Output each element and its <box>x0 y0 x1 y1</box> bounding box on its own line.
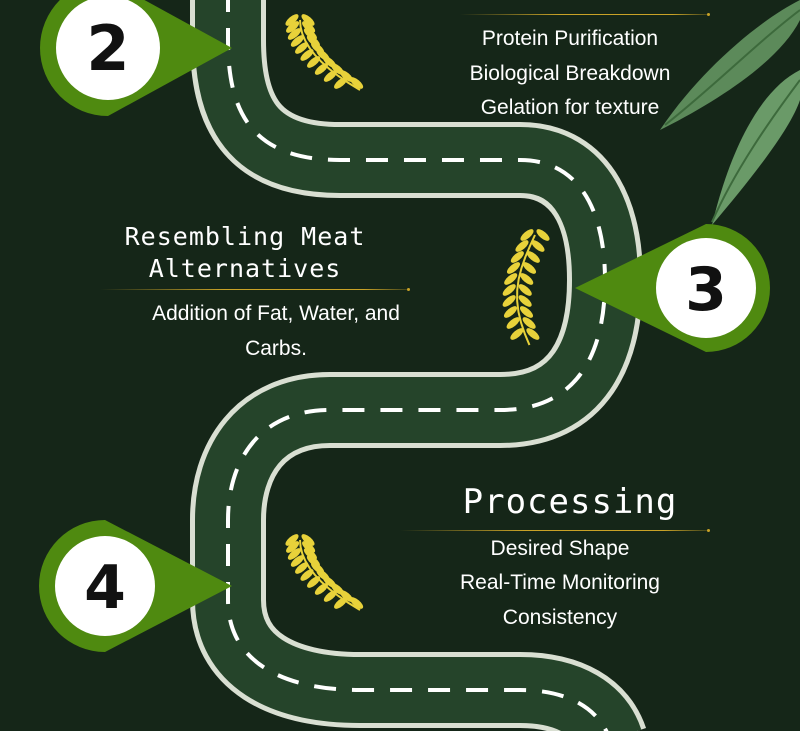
wheat-grain <box>307 56 321 68</box>
road-center-dashes <box>226 0 609 731</box>
leaf-decoration <box>660 0 800 225</box>
step-2-item-1: Protein Purification <box>481 27 659 50</box>
wheat-grain <box>510 328 524 340</box>
wheat-grain <box>515 240 529 252</box>
leaf-2 <box>712 70 800 225</box>
wheat-grain <box>350 597 364 609</box>
step-3-title-line-1: Resembling Meat <box>124 222 366 251</box>
wheat-grain <box>502 295 516 307</box>
wheat-grain <box>285 14 299 26</box>
wheat-grain <box>522 317 536 329</box>
step-number-2: 2 <box>86 12 129 85</box>
wheat-icon <box>285 534 364 611</box>
wheat-grain <box>520 229 534 241</box>
wheat-grain <box>314 583 328 595</box>
wheat-grain <box>323 70 337 82</box>
wheat-grain <box>522 262 537 274</box>
wheat-grain <box>314 63 328 75</box>
wheat-grain <box>300 569 314 581</box>
step-number-4: 4 <box>84 553 126 623</box>
pin-step-2 <box>40 0 232 116</box>
wheat-grain <box>334 597 348 609</box>
step-4-title-rule <box>400 529 710 532</box>
step-3-title-line-2: Alternatives <box>148 254 342 283</box>
wheat-grain <box>307 576 321 588</box>
wheat-grain <box>300 49 314 61</box>
wheat-grain <box>287 548 301 560</box>
step-4-title: Processing <box>462 482 678 522</box>
wheat-grain <box>518 284 532 296</box>
wheat-grain <box>510 251 524 263</box>
step-3-title-rule <box>100 288 410 291</box>
pin-step-4 <box>39 520 232 652</box>
wheat-grain <box>536 229 550 241</box>
wheat-grain <box>285 534 299 546</box>
wheat-grain <box>295 42 309 54</box>
wheat-grain <box>531 240 545 252</box>
wheat-grain <box>350 77 364 89</box>
wheat-icon <box>285 14 364 91</box>
wheat-grain <box>506 262 521 274</box>
pin-step-3 <box>575 224 770 352</box>
wheat-grain <box>520 273 534 285</box>
wheat-grain <box>504 273 518 285</box>
wheat-grain <box>339 590 353 602</box>
road <box>190 0 647 731</box>
wheat-grain <box>286 21 300 33</box>
step-3-item-line-2: Carbs. <box>245 337 307 360</box>
wheat-grain <box>301 14 315 26</box>
step-2-title-rule <box>460 13 710 16</box>
wheat-grain <box>503 306 518 318</box>
wheat-grain <box>286 541 300 553</box>
wheat-grain <box>301 534 315 546</box>
wheat-grain <box>502 284 516 296</box>
step-2-item-3: Gelation for texture <box>480 96 660 119</box>
step-2-item-2: Biological Breakdown <box>469 62 671 85</box>
leaf-1 <box>660 0 800 130</box>
wheat-grain <box>526 251 540 263</box>
wheat-grain <box>323 590 337 602</box>
step-3-item-line-1: Addition of Fat, Water, and <box>152 302 400 325</box>
wheat-icon <box>502 229 550 346</box>
step-4-item-2: Real-Time Monitoring <box>460 571 660 594</box>
step-number-3: 3 <box>685 255 727 325</box>
leaf-1-vein <box>664 9 800 126</box>
wheat-grain <box>290 35 304 47</box>
wheat-grain <box>334 77 348 89</box>
wheat-grain <box>302 21 316 33</box>
wheat-grain <box>339 70 353 82</box>
wheat-grain <box>295 562 309 574</box>
wheat-grain <box>287 28 301 40</box>
wheat-grain <box>519 306 534 318</box>
wheat-grain <box>506 317 520 329</box>
wheat-grain <box>526 328 540 340</box>
wheat-grain <box>302 541 316 553</box>
wheat-grain <box>290 555 304 567</box>
leaf-2-vein <box>711 79 800 223</box>
step-4-item-3: Consistency <box>502 606 618 629</box>
step-4-item-1: Desired Shape <box>490 537 630 560</box>
wheat-grain <box>518 295 532 307</box>
